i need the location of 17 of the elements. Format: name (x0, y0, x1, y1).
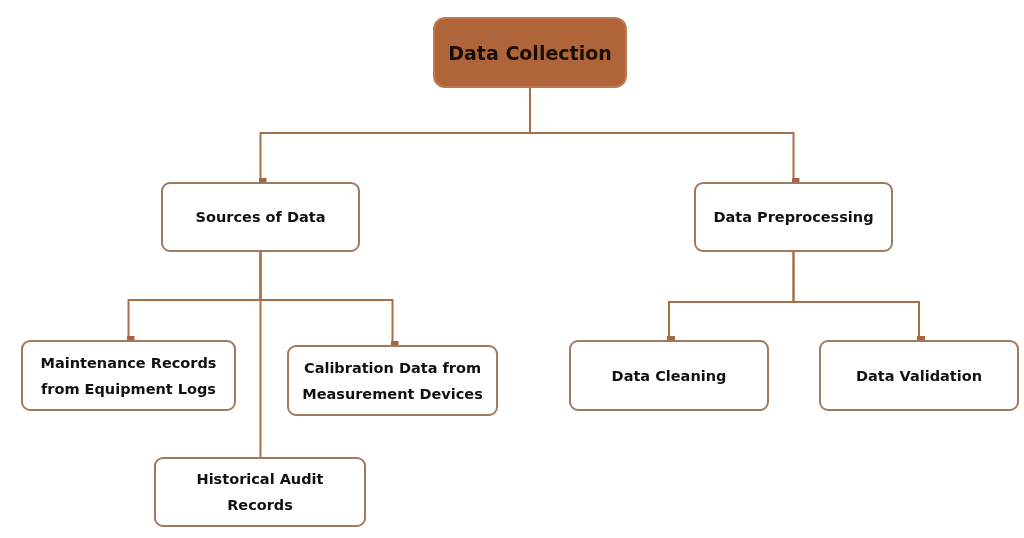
topic-box (694, 182, 893, 252)
topic-box (819, 340, 1019, 411)
node-label: Calibration Data from Measurement Devices (301, 358, 484, 404)
node-label: Sources of Data (195, 208, 326, 227)
node-label: Data Cleaning (611, 366, 727, 386)
topic-box (161, 182, 360, 252)
topic-box (569, 340, 769, 411)
node-label: Data Validation (855, 366, 983, 386)
node-label: Maintenance Records from Equipment Logs (39, 353, 218, 399)
connector-line (259, 251, 262, 458)
topic-box (21, 340, 236, 411)
node-label: Data Collection (448, 40, 612, 66)
root-box (433, 17, 627, 88)
node-label: Data Preprocessing (713, 208, 874, 227)
node-label: Historical Audit Records (195, 470, 325, 515)
topic-box (287, 345, 498, 416)
topic-box (154, 457, 366, 527)
